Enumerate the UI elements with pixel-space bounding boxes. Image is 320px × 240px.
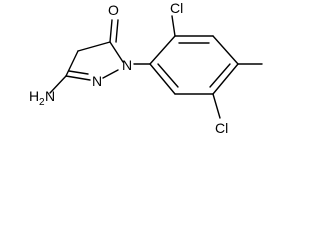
molecule-diagram: O N N H 2 N Cl Cl	[29, 0, 263, 136]
oxygen-label: O	[108, 2, 119, 18]
bond-ar-inner-3	[157, 63, 179, 88]
bond-ar-3-4	[212, 35, 239, 65]
bond-ar-inner-2	[209, 63, 231, 88]
bond-ar-6-1	[149, 63, 176, 95]
bond-ar-4-5	[212, 63, 239, 95]
amine-h-label: H	[29, 88, 39, 104]
chlorine-bottom-label: Cl	[215, 120, 228, 136]
bond-ar-cl-top	[171, 15, 176, 37]
bond-ar-cl-bottom	[212, 93, 221, 119]
amine-n-label: N	[45, 88, 55, 104]
bond-c5-o-double	[115, 19, 119, 43]
bond-c3-n2	[65, 75, 91, 81]
bond-c5-n1	[109, 41, 124, 63]
chlorine-top-label: Cl	[170, 0, 183, 16]
bond-c3-n2-double	[68, 70, 89, 75]
bond-ar-1-2	[149, 35, 176, 65]
bond-n2-n1	[102, 69, 119, 79]
bond-c3-nh2	[49, 75, 67, 94]
imine-nitrogen-label: N	[92, 73, 102, 89]
bond-c4-c5	[77, 41, 111, 52]
structure-svg: O N N H 2 N Cl Cl	[29, 0, 263, 136]
bond-c4-c3	[65, 50, 79, 77]
ring-nitrogen-label: N	[122, 57, 132, 73]
amine-subscript: 2	[39, 97, 45, 108]
bond-c5-o	[109, 19, 113, 43]
